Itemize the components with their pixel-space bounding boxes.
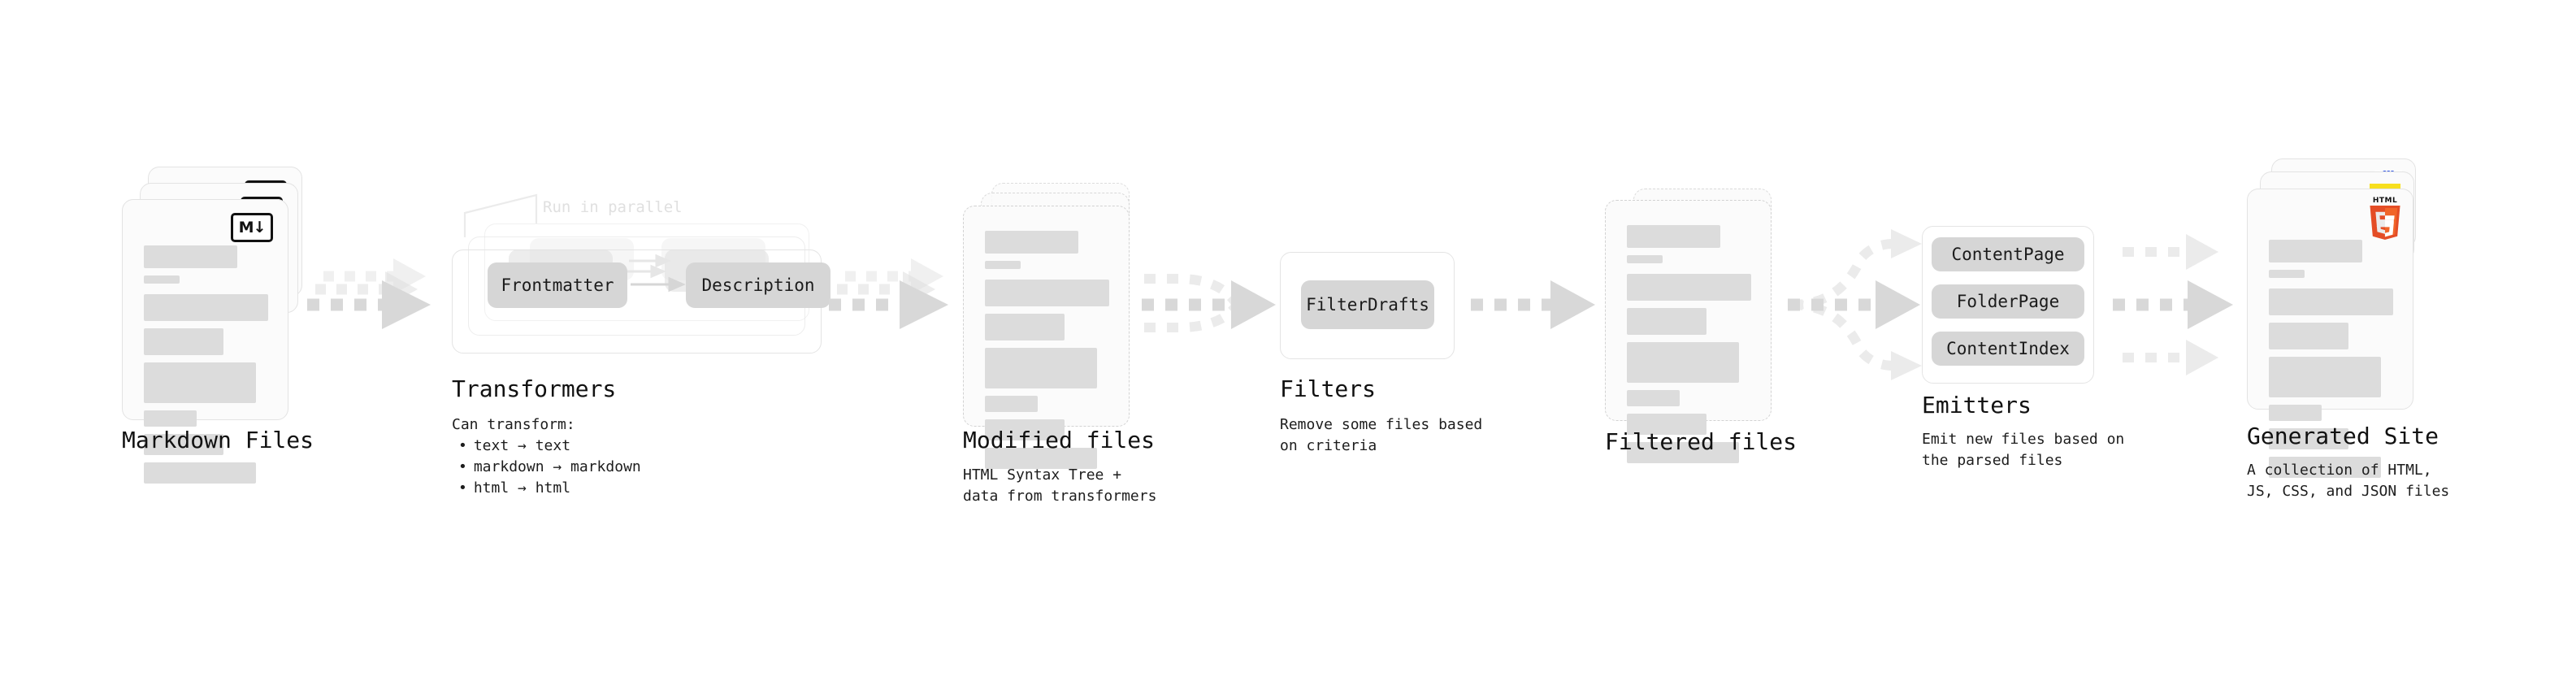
markdown-badge-front: M↓ [231,213,273,242]
stage-transformers: Frontmatter Description [452,223,830,354]
modified-files-title: Modified files [963,427,1156,453]
stage-filtered-files [1605,189,1792,463]
html5-badge-label: HTML [2372,197,2398,205]
run-in-parallel-note: Run in parallel [543,198,683,216]
skeleton-row [985,396,1038,412]
transformer-bullet: text → text [458,436,641,457]
generated-card-stack: CSS HTML [2247,158,2434,478]
generated-site-subtitle: A collection of HTML, JS, CSS, and JSON … [2247,462,2450,501]
generated-site-title: Generated Site [2247,423,2439,449]
markdown-files-title: Markdown Files [122,427,314,453]
stage-markdown-files: M↓ M↓ M↓ [122,167,309,484]
filters-title: Filters [1280,375,1377,402]
transformers-subtitle: Can transform: [452,416,575,433]
skeleton-row [2269,270,2305,278]
modified-card-front [963,206,1130,469]
skeleton-row [144,434,223,455]
skeleton-row [2269,405,2322,421]
skeleton-row [985,314,1065,340]
skeleton-row [144,410,197,427]
skeleton-row [1627,274,1751,301]
markdown-card-stack: M↓ M↓ M↓ [122,167,309,484]
connector-filtered-to-emitters [1788,229,1922,380]
skeleton-row [985,280,1109,306]
html5-badge: HTML [2367,197,2403,240]
skeleton-row [1627,390,1680,406]
transformer-bullet: markdown → markdown [458,457,641,478]
skeleton-row [1627,308,1706,335]
emitters-title: Emitters [1922,392,2032,419]
stage-filters: FilterDrafts [1280,252,1459,362]
stage-emitters: ContentPage FolderPage ContentIndex [1922,226,2117,388]
transformers-title: Transformers [452,375,617,402]
filters-pill-filterdrafts[interactable]: FilterDrafts [1301,280,1434,329]
skeleton-row [1627,414,1706,435]
skeleton-row [985,419,1065,440]
connector-emitters-to-site [2113,234,2233,375]
skeleton-row [144,462,256,484]
markdown-badge-glyph-front: M↓ [231,213,273,242]
skeleton-row [985,448,1097,469]
skeleton-row [144,362,256,403]
filters-subtitle: Remove some files based on criteria [1280,416,1483,455]
skeleton-row [1627,225,1720,248]
connector-filters-to-filtered [1471,280,1595,329]
skeleton-row [144,294,268,321]
filtered-files-title: Filtered files [1605,428,1798,455]
filters-box [1280,252,1455,359]
transformer-ghost-arrows [624,254,671,279]
emitters-pill-contentindex[interactable]: ContentIndex [1932,332,2084,366]
html5-shield-icon [2370,206,2400,240]
transformers-bullets: text → text markdown → markdown html → h… [452,436,641,499]
emitters-subtitle: Emit new files based on the parsed files [1922,431,2125,470]
transformer-main-arrow [631,276,686,293]
stage-modified-files [963,183,1150,469]
skeleton-row [2269,323,2348,349]
transformer-bullet: html → html [458,478,641,499]
generated-skeleton-body [2269,240,2393,478]
skeleton-row [985,348,1097,388]
filtered-card-stack [1605,189,1792,463]
skeleton-row [144,245,237,268]
skeleton-row [1627,255,1663,263]
skeleton-row [2269,428,2348,449]
skeleton-row [144,275,180,284]
filtered-skeleton-body [1627,225,1751,463]
markdown-card-front: M↓ [122,199,288,484]
skeleton-row [2269,288,2393,315]
skeleton-row [1627,442,1739,463]
skeleton-row [985,261,1021,269]
modified-skeleton-body [985,231,1109,469]
emitters-pill-folderpage[interactable]: FolderPage [1932,284,2084,319]
connector-md-to-transformers [307,258,431,329]
html5-badge-glyph: HTML [2367,197,2403,240]
skeleton-row [144,328,223,355]
emitters-pill-contentpage[interactable]: ContentPage [1932,237,2084,271]
markdown-skeleton-body [144,245,268,484]
filtered-card-front [1605,200,1772,463]
stage-generated-site: CSS HTML [2247,158,2434,478]
skeleton-row [2269,357,2381,397]
skeleton-row [985,231,1078,254]
modified-files-subtitle: HTML Syntax Tree + data from transformer… [963,466,1157,505]
emitters-box [1922,226,2094,384]
generated-card-front: HTML [2247,189,2413,478]
skeleton-row [1627,342,1739,383]
modified-card-stack [963,183,1150,469]
connector-modified-to-filters [1142,274,1276,332]
skeleton-row [2269,240,2362,262]
transformer-pill-description[interactable]: Description [686,262,830,308]
skeleton-row [2269,457,2381,478]
transformer-pill-frontmatter[interactable]: Frontmatter [488,262,627,308]
